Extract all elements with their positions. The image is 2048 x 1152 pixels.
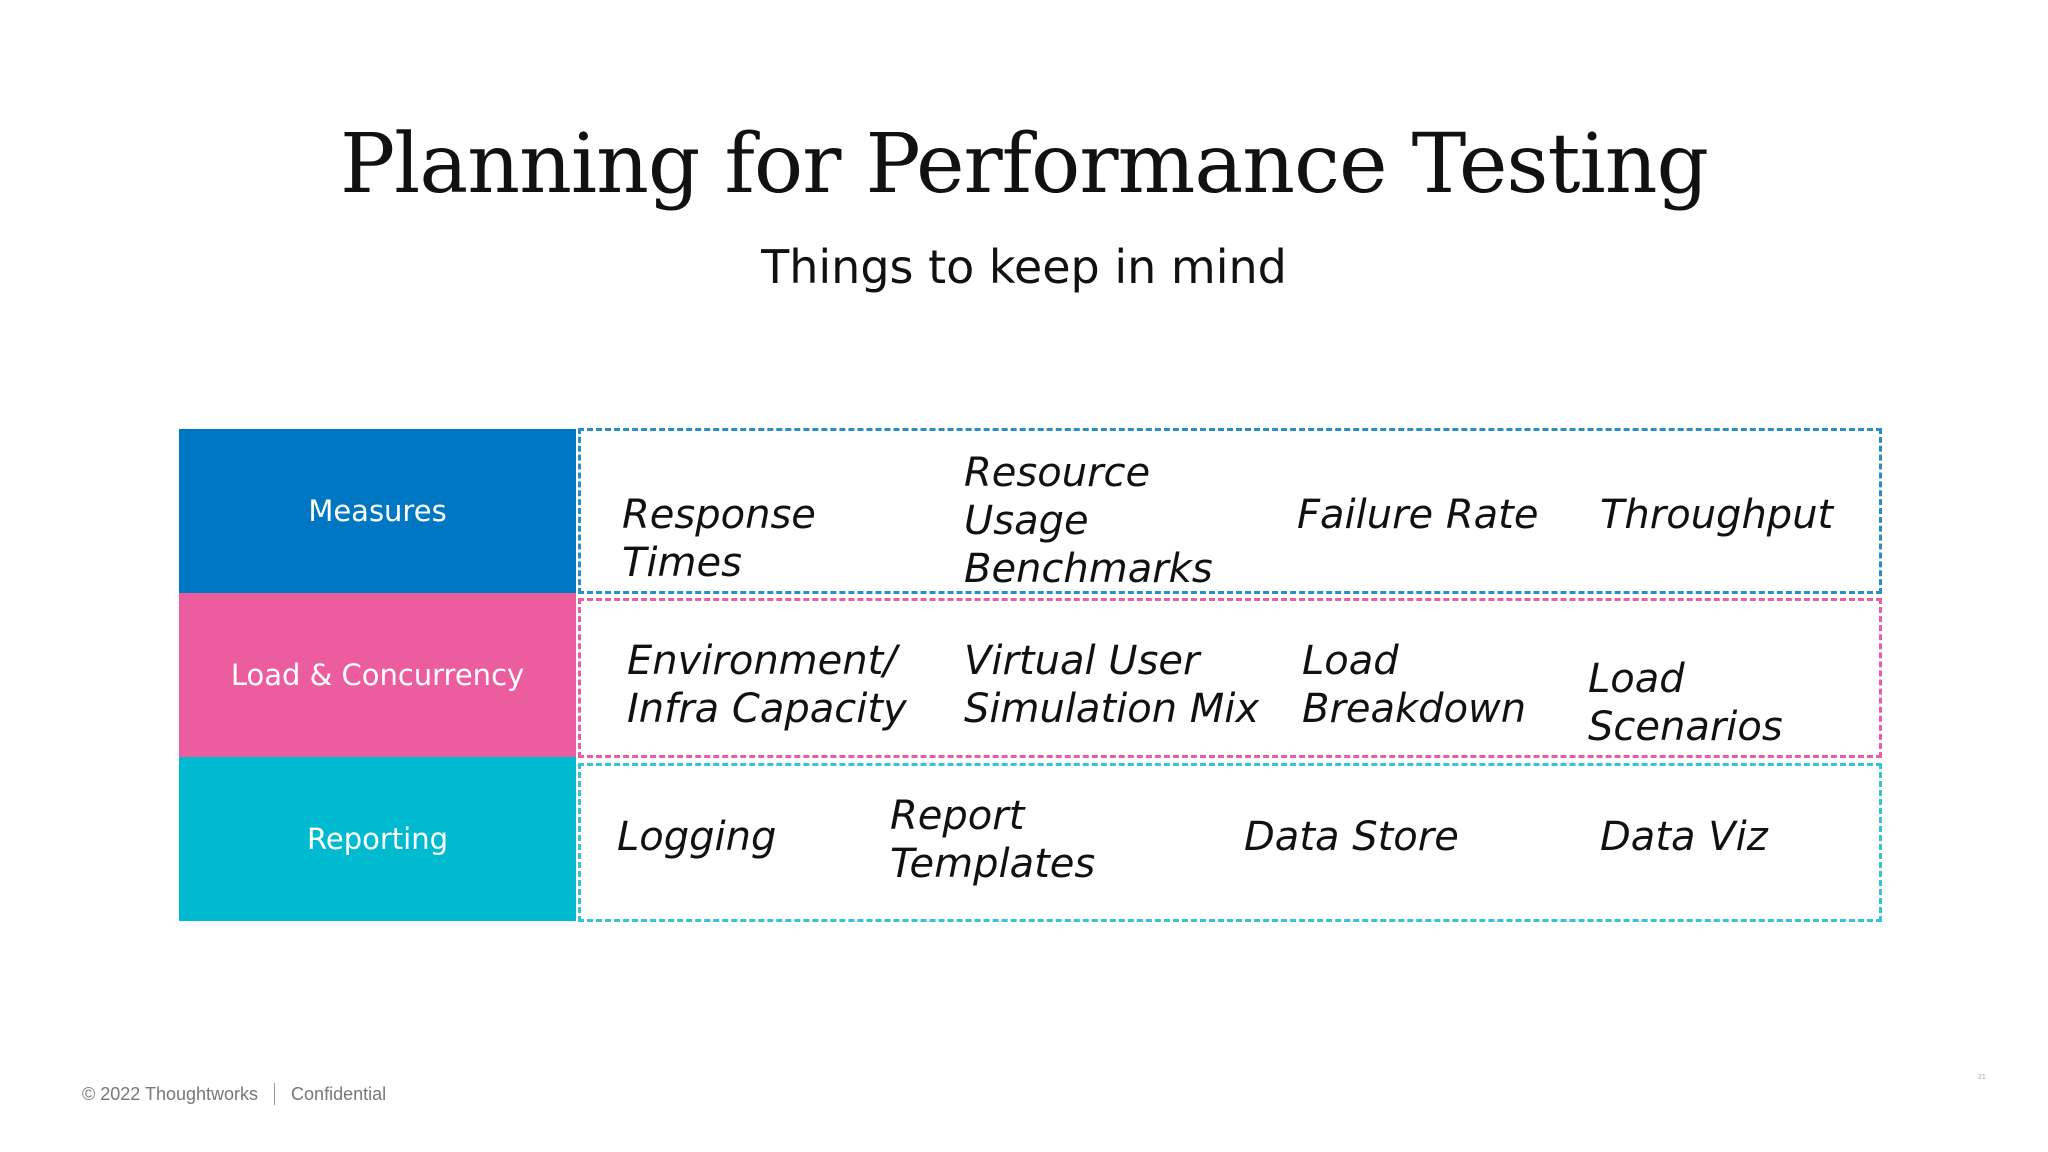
slide-subtitle: Things to keep in mind (761, 240, 1287, 294)
category-load-concurrency: Load & Concurrency (179, 593, 576, 757)
category-label-reporting: Reporting (307, 822, 448, 856)
item-response-times: Response Times (622, 492, 816, 586)
item-load-breakdown: Load Breakdown (1302, 638, 1527, 732)
footer-copyright: © 2022 Thoughtworks (82, 1083, 259, 1104)
item-throughput: Throughput (1600, 492, 1834, 538)
slide-title: Planning for Performance Testing (339, 117, 1709, 212)
item-environment-infra-capacity: Environment/ Infra Capacity (627, 638, 907, 732)
item-resource-usage-benchmarks: Resource Usage Benchmarks (964, 450, 1213, 592)
category-reporting: Reporting (179, 757, 576, 921)
category-label-measures: Measures (308, 494, 447, 528)
footer: © 2022 Thoughtworks Confidential (82, 1083, 386, 1105)
item-report-templates: Report Templates (890, 793, 1096, 887)
item-virtual-user-simulation-mix: Virtual User Simulation Mix (964, 638, 1260, 732)
category-measures: Measures (179, 429, 576, 593)
page-number: 21 (1978, 1074, 1986, 1081)
footer-divider (274, 1083, 276, 1105)
footer-classification: Confidential (291, 1083, 387, 1104)
items-box-reporting (578, 763, 1882, 922)
item-failure-rate: Failure Rate (1297, 492, 1539, 538)
category-label-load-concurrency: Load & Concurrency (230, 658, 525, 692)
item-logging: Logging (617, 814, 777, 860)
item-load-scenarios: Load Scenarios (1588, 656, 1783, 750)
items-box-measures (578, 428, 1882, 594)
items-box-load-concurrency (578, 598, 1882, 758)
item-data-store: Data Store (1244, 814, 1459, 860)
item-data-viz: Data Viz (1600, 814, 1768, 860)
